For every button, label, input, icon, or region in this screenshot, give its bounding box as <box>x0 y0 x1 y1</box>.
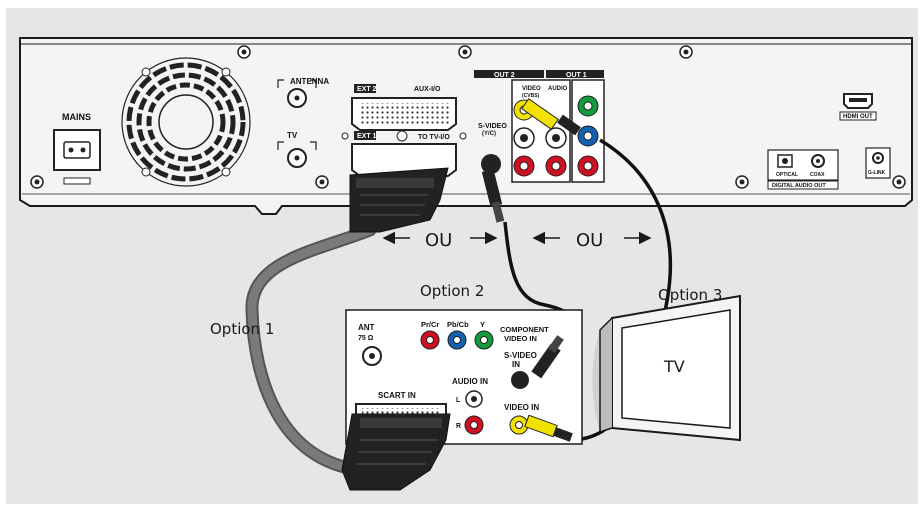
mains-socket <box>53 129 101 185</box>
audio-in-label: AUDIO IN <box>452 377 488 386</box>
ant-ohm-label: 75 Ω <box>358 335 374 342</box>
ext1-scart-connector: EXT 1 TO TV-I/O <box>341 130 467 177</box>
option3-label: Option 3 <box>658 286 722 304</box>
av-output-block: VIDEO (CVBS) AUDIO <box>511 79 605 183</box>
screw-icon <box>458 45 472 59</box>
ou-label-right: OU <box>576 230 603 251</box>
component-video-in-label: VIDEO IN <box>504 334 537 343</box>
screw-icon <box>679 45 693 59</box>
ext2-scart-connector: EXT 2 AUX-I/O <box>351 84 457 131</box>
out1-label: OUT 1 <box>566 72 587 79</box>
recorder-back-panel: MAINS ANTENNA <box>19 37 913 215</box>
screw-icon <box>735 175 749 189</box>
audio-l-label: L <box>456 397 461 404</box>
out2-label: OUT 2 <box>494 72 515 79</box>
tv-svideo-label: S-VIDEO <box>504 351 537 360</box>
tv-svideo-socket <box>511 371 529 389</box>
antenna-label: ANTENNA <box>290 77 329 86</box>
composite-plug-icon <box>521 98 581 136</box>
screw-icon <box>315 175 329 189</box>
g-link-connector: G-LINK <box>865 147 891 179</box>
ext1-label: EXT 1 <box>357 133 377 140</box>
video-cvbs-sub-label: (CVBS) <box>522 93 540 99</box>
antenna-connector: ANTENNA <box>277 77 329 108</box>
ou-label-left: OU <box>425 230 452 251</box>
to-tv-io-label: TO TV-I/O <box>418 134 450 141</box>
hdmi-out-label: HDMI OUT <box>843 114 873 120</box>
component-label: COMPONENT <box>500 325 549 334</box>
g-link-label: G-LINK <box>868 170 886 176</box>
pb-cb-label: Pb/Cb <box>447 320 469 329</box>
svideo-plug-icon <box>531 335 564 379</box>
tv-out-label: TV <box>287 131 298 140</box>
output-header: OUT 2 OUT 1 <box>474 70 604 79</box>
optical-label: OPTICAL <box>776 172 798 178</box>
digital-audio-block: OPTICAL COAX DIGITAL AUDIO OUT <box>767 149 839 190</box>
aux-io-label: AUX-I/O <box>414 86 441 93</box>
audio-r-label: R <box>456 423 461 430</box>
svideo-label: S-VIDEO <box>478 123 507 130</box>
ext2-label: EXT 2 <box>357 86 377 93</box>
scart-plug-icon <box>349 167 449 233</box>
scart-in-label: SCART IN <box>378 391 416 400</box>
mains-label: MAINS <box>62 112 91 122</box>
composite-plug-icon <box>524 414 573 442</box>
y-label: Y <box>480 320 485 329</box>
ant-label: ANT <box>358 323 375 332</box>
digital-audio-out-label: DIGITAL AUDIO OUT <box>772 183 826 189</box>
tv-label: TV <box>663 357 685 376</box>
svideo-out-socket <box>481 154 501 174</box>
alternative-arrows: OU OU <box>382 230 652 251</box>
tv-svideo-in-label: IN <box>512 360 520 369</box>
fan-grille-icon <box>121 57 251 187</box>
audio-out-label: AUDIO <box>548 86 568 92</box>
screw-icon <box>892 175 906 189</box>
option2-label: Option 2 <box>420 282 484 300</box>
screw-icon <box>30 175 44 189</box>
pr-cr-label: Pr/Cr <box>421 320 439 329</box>
hdmi-out-connector: HDMI OUT <box>839 93 877 121</box>
tv-antenna-out-connector: TV <box>277 131 317 168</box>
option1-label: Option 1 <box>210 320 274 338</box>
svideo-sub-label: (Y/C) <box>482 131 496 137</box>
coax-label: COAX <box>810 172 825 178</box>
svideo-plug-icon <box>481 169 505 223</box>
video-cvbs-label: VIDEO <box>522 86 541 92</box>
scart-plug-icon <box>341 413 451 491</box>
tv-icon: TV <box>592 294 741 442</box>
tv-video-in-label: VIDEO IN <box>504 403 539 412</box>
screw-icon <box>237 45 251 59</box>
